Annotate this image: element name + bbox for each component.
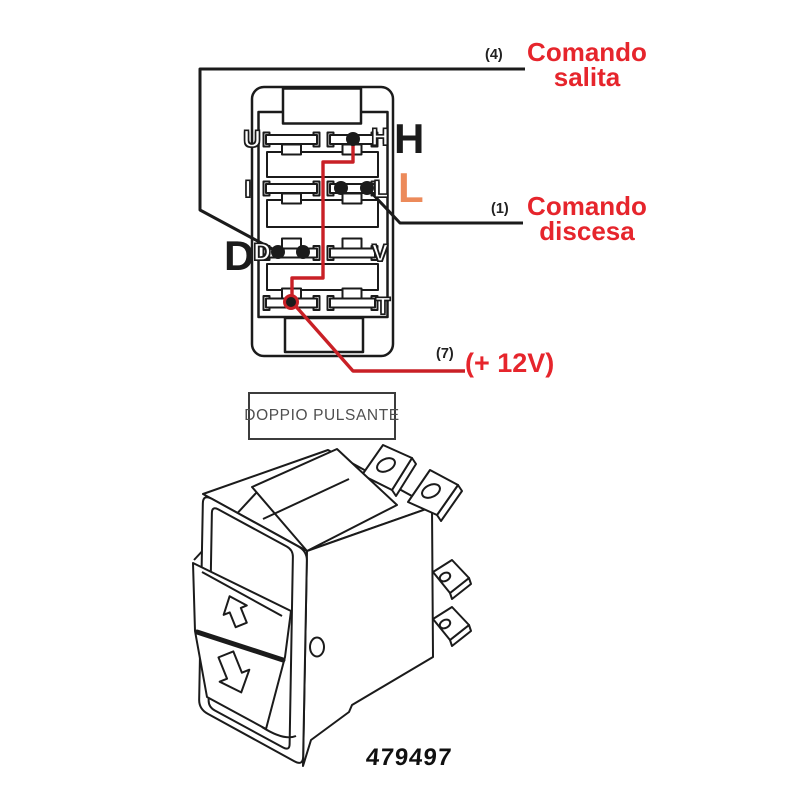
terminal-lug — [341, 287, 363, 300]
contact-dot-d-right — [296, 245, 310, 259]
pin-number-1: (1) — [491, 201, 509, 217]
rocker-button — [192, 562, 297, 739]
up-arrow-icon — [222, 595, 248, 629]
rocker-pivot-ridge — [194, 629, 286, 663]
callout-line-2: discesa — [539, 216, 635, 246]
callout-comando-salita: Comando salita — [522, 37, 652, 92]
rocker-bevel-line — [201, 571, 283, 617]
wire-plus-12v — [290, 140, 465, 373]
big-label-l: L — [398, 164, 424, 211]
component-label: DOPPIO PULSANTE — [244, 407, 400, 424]
hood-face — [251, 448, 398, 552]
callout-comando-discesa: Comando discesa — [522, 191, 652, 246]
body-detent-oval — [309, 636, 325, 658]
contact-dot-12v — [283, 294, 299, 310]
terminal-lug — [341, 192, 363, 205]
terminal-row-2 — [262, 180, 379, 205]
pin-number-7: (7) — [436, 346, 454, 362]
hood-fold-line — [262, 478, 350, 520]
terminal-letter-d: D — [253, 239, 272, 266]
terminal-lug — [281, 237, 302, 250]
connector-top-tab — [281, 87, 363, 125]
bezel-inner-frame — [207, 507, 294, 750]
rocker-bottom-curve — [261, 726, 297, 739]
big-label-h: H — [394, 115, 425, 162]
rocker-switch-drawing — [192, 444, 472, 767]
wire-comando-salita — [198, 67, 525, 254]
part-number: 479497 — [364, 744, 454, 771]
terminal-letter-i: I — [244, 176, 252, 203]
contact-dot-h — [346, 132, 360, 146]
terminal-bar — [265, 134, 318, 145]
terminal-letter-h: H — [371, 124, 390, 151]
terminal-lug — [281, 192, 302, 205]
contact-dot-d-left — [271, 245, 285, 259]
switch-body-right-face — [302, 506, 434, 767]
connector-bottom-tab — [283, 316, 365, 354]
tab-hole — [438, 618, 452, 630]
side-terminal-tab-2 — [432, 606, 472, 647]
side-terminal-tab-1 — [432, 559, 472, 600]
tab-hole — [376, 457, 396, 473]
terminal-bar — [265, 183, 318, 194]
contact-dot-l-left — [334, 181, 348, 195]
terminal-letter-v: V — [371, 240, 388, 267]
terminal-bar — [329, 297, 376, 309]
down-arrow-icon — [217, 650, 251, 694]
pin-number-4: (4) — [485, 47, 503, 63]
terminal-lug — [341, 237, 363, 250]
callout-line-1: Comando — [527, 191, 647, 221]
callout-line-1: Comando — [527, 37, 647, 67]
tab-hole — [438, 571, 452, 583]
wiring — [198, 67, 525, 373]
top-terminal-tab-1 — [361, 444, 417, 497]
terminal-row-3 — [262, 237, 379, 261]
wire-comando-discesa — [365, 186, 523, 225]
terminal-letter-t: T — [375, 293, 391, 320]
tab-hole — [421, 483, 441, 499]
callout-plus-12v: (+ 12V) — [465, 348, 555, 378]
contact-dot-l-right — [360, 181, 374, 195]
terminal-letter-l: L — [373, 176, 389, 203]
terminal-letter-u: U — [243, 126, 262, 153]
big-label-d: D — [224, 232, 255, 279]
top-terminal-tab-2 — [407, 469, 463, 522]
callout-line-2: salita — [553, 62, 621, 92]
terminal-lug — [281, 143, 302, 156]
component-label-box: DOPPIO PULSANTE — [244, 392, 399, 440]
